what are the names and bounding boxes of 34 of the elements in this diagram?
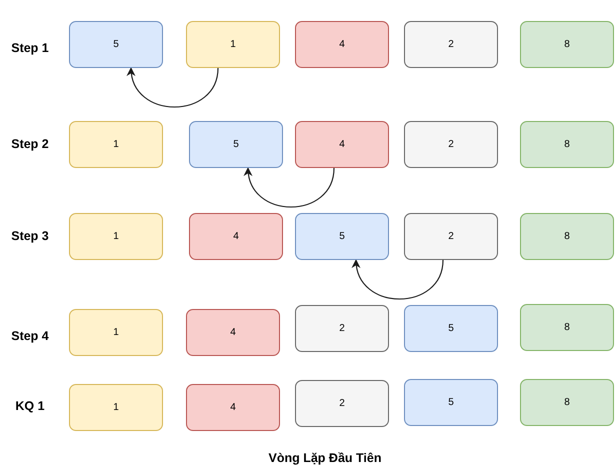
array-element: 4 [186,384,280,431]
array-element: 8 [520,304,614,351]
array-element: 5 [295,213,389,260]
swap-arrow [244,167,335,208]
array-element: 2 [295,380,389,427]
array-element: 8 [520,21,614,68]
array-element: 2 [404,21,498,68]
array-element: 2 [404,213,498,260]
step-label: KQ 1 [14,398,46,415]
array-element: 5 [404,305,498,352]
array-element: 1 [186,21,280,68]
array-element: 2 [404,121,498,168]
array-element: 2 [295,305,389,352]
step-label: Step 3 [10,228,50,245]
array-element: 4 [186,309,280,356]
array-element: 1 [69,213,163,260]
array-element: 1 [69,309,163,356]
array-element: 4 [295,21,389,68]
array-element: 5 [189,121,283,168]
swap-arrow [352,259,444,300]
array-element: 8 [520,213,614,260]
array-element: 8 [520,379,614,426]
array-element: 8 [520,121,614,168]
step-label: Step 1 [10,40,50,57]
array-element: 1 [69,121,163,168]
step-label: Step 4 [10,328,50,345]
array-element: 1 [69,384,163,431]
array-element: 4 [189,213,283,260]
array-element: 5 [69,21,163,68]
array-element: 5 [404,379,498,426]
step-label: Step 2 [10,136,50,153]
swap-arrow [128,67,219,108]
diagram-caption: Vòng Lặp Đầu Tiên [268,450,382,467]
array-element: 4 [295,121,389,168]
